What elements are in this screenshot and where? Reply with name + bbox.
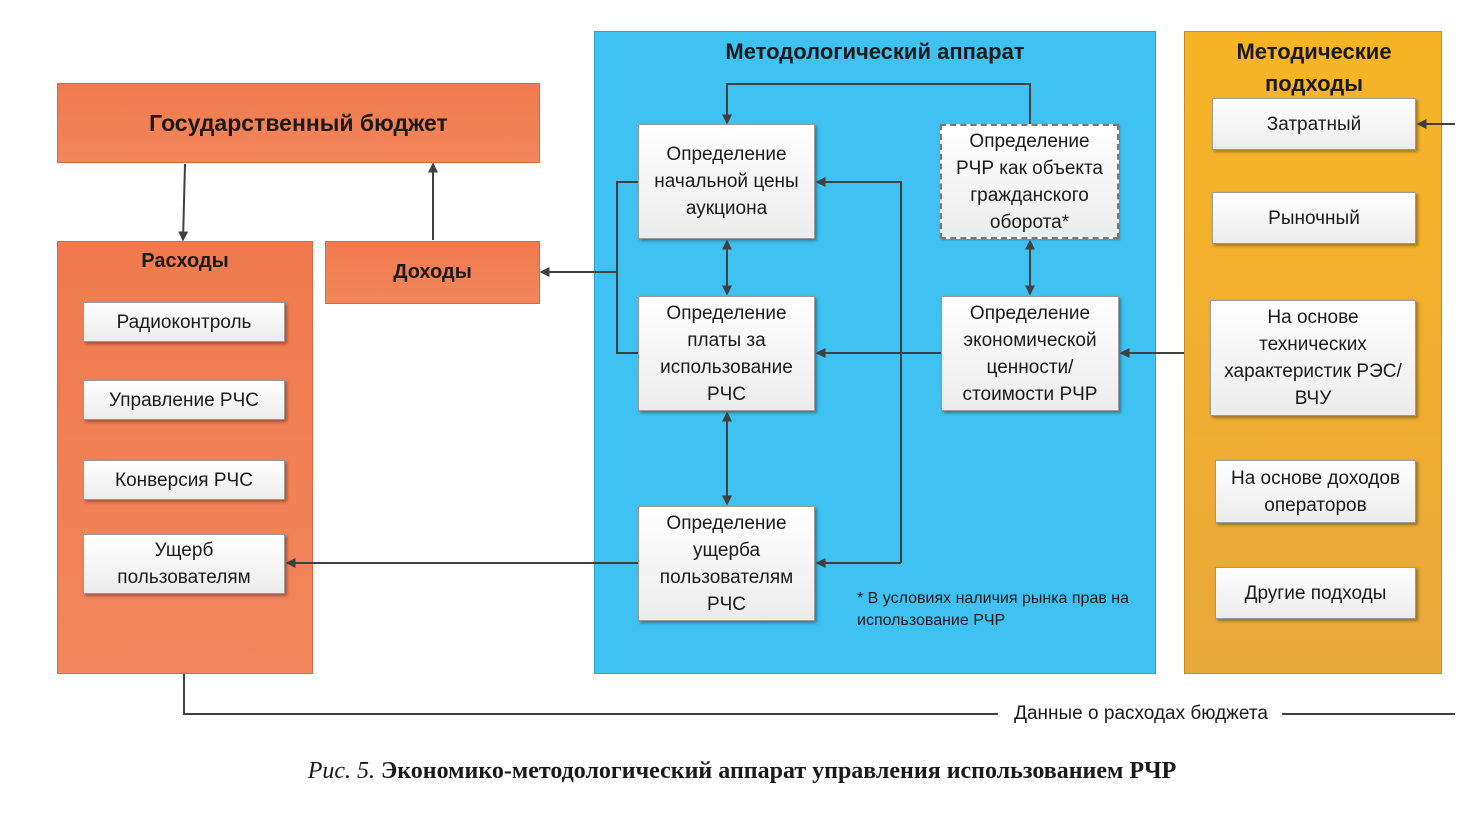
approach-operator-income: На основе доходов операторов <box>1215 460 1416 523</box>
fee-box: Определение платы за использование РЧС <box>638 296 815 411</box>
expenses-title: Расходы <box>141 249 229 272</box>
arrow-budget-to-expenses <box>178 163 189 242</box>
economic-value-box: Определение экономической ценности/ стои… <box>941 296 1119 411</box>
approach-other: Другие подходы <box>1215 567 1416 619</box>
approach-market: Рыночный <box>1212 192 1416 244</box>
expense-spectrum-conversion: Конверсия РЧС <box>83 460 285 500</box>
feedback-line <box>183 674 998 715</box>
methodology-title: Методологический аппарат <box>725 39 1025 64</box>
damage-box: Определение ущерба пользователям РЧС <box>638 506 815 621</box>
line-initial-left <box>616 181 638 354</box>
figure-caption: Рис. 5. Экономико-методологический аппар… <box>0 758 1484 785</box>
approach-technical: На основе технических характеристик РЭС/… <box>1210 300 1416 416</box>
budget-title: Государственный бюджет <box>57 83 540 163</box>
initial-price-box: Определение начальной цены аукциона <box>638 124 815 239</box>
arrow-civil-to-initial <box>722 83 1031 125</box>
caption-prefix: Рис. 5. <box>307 758 375 784</box>
expense-user-damage: Ущерб пользователям <box>83 534 285 594</box>
approach-cost: Затратный <box>1212 98 1416 150</box>
methodology-footnote: * В условиях наличия рынка прав на испол… <box>857 590 1130 629</box>
expense-spectrum-management: Управление РЧС <box>83 380 285 420</box>
civil-object-box: Определение РЧР как объекта гражданского… <box>940 124 1119 239</box>
approaches-title: Методические подходы <box>1236 39 1392 96</box>
arrow-loop-to-initial <box>815 177 902 563</box>
income-box: Доходы <box>325 241 540 304</box>
caption-text: Экономико-методологический аппарат управ… <box>381 758 1177 784</box>
feedback-label: Данные о расходах бюджета <box>1000 702 1282 726</box>
expense-radiocontrol: Радиоконтроль <box>83 302 285 342</box>
